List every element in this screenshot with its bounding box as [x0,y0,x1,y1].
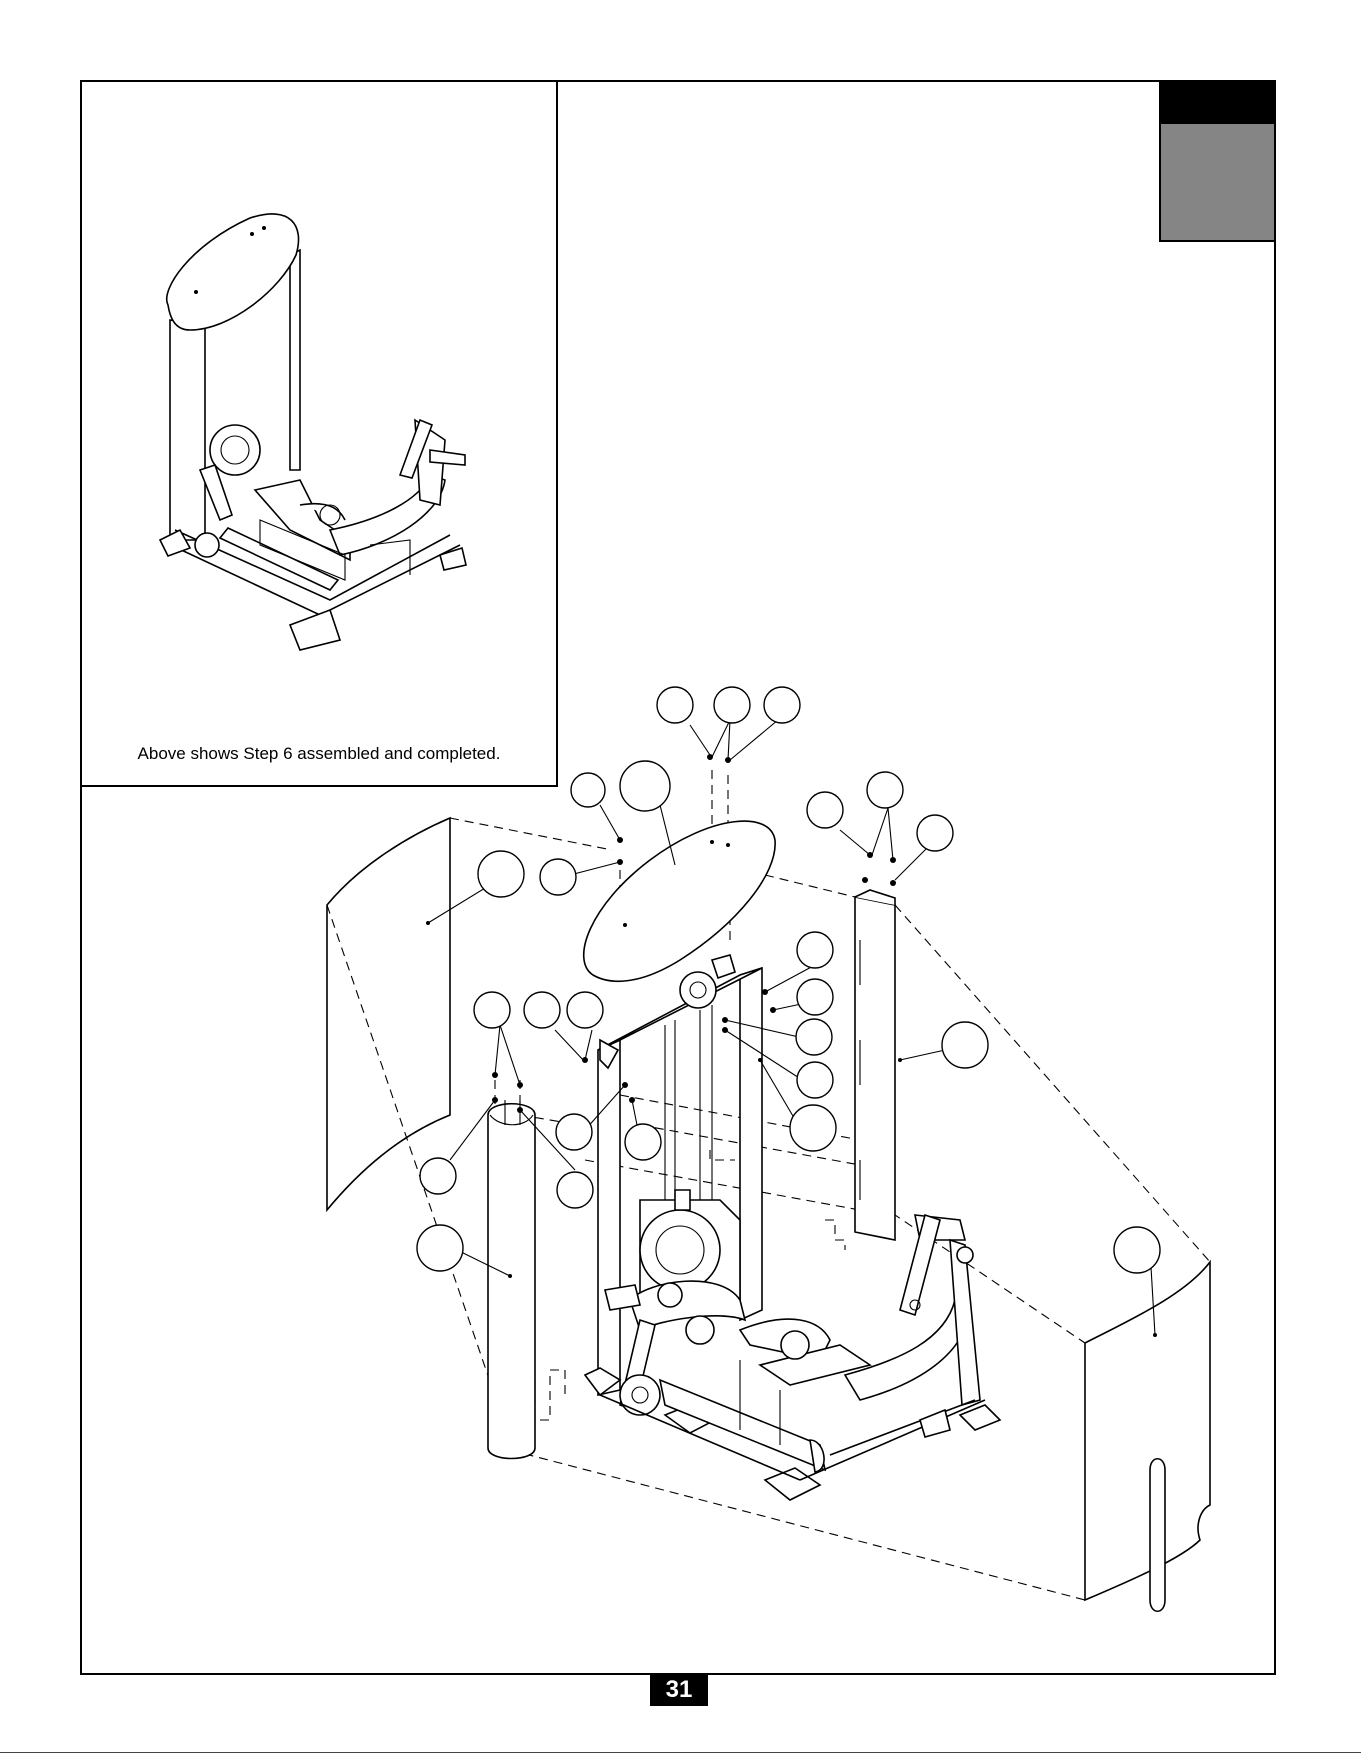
right-shroud-panel [1085,1262,1210,1611]
callout-circle [474,992,510,1028]
callout-circle [556,1114,592,1150]
callout-circle [620,761,670,811]
machine-frame [585,955,1000,1500]
callout-circle [942,1022,988,1068]
callout-circle [714,687,750,723]
callout-circle [567,992,603,1028]
left-front-tube-cover [488,1100,535,1459]
callout-circle [557,1172,593,1208]
callout-circle [657,687,693,723]
callout-circle [478,851,524,897]
callout-circle [917,815,953,851]
inset-machine-illustration [160,214,466,650]
page-number: 31 [650,1674,708,1706]
callout-circle [796,1019,832,1055]
callout-circle [524,992,560,1028]
callout-circle [867,772,903,808]
callout-circle [417,1225,463,1271]
callout-circle [797,1062,833,1098]
callout-circle [1114,1227,1160,1273]
callout-circle [540,859,576,895]
bottom-rule [0,1752,1361,1753]
callout-circle [797,932,833,968]
assembly-guide-lines [327,770,1210,1600]
callout-circle [420,1158,456,1194]
callout-circle [571,773,605,807]
top-cap [584,821,775,981]
callout-circle [807,792,843,828]
inset-caption: Above shows Step 6 assembled and complet… [80,744,558,764]
callout-circle [790,1105,836,1151]
callout-circle [764,687,800,723]
right-upright-cover [855,890,895,1240]
left-shroud-panel [327,818,450,1210]
callout-circle [625,1124,661,1160]
callout-circle [797,979,833,1015]
